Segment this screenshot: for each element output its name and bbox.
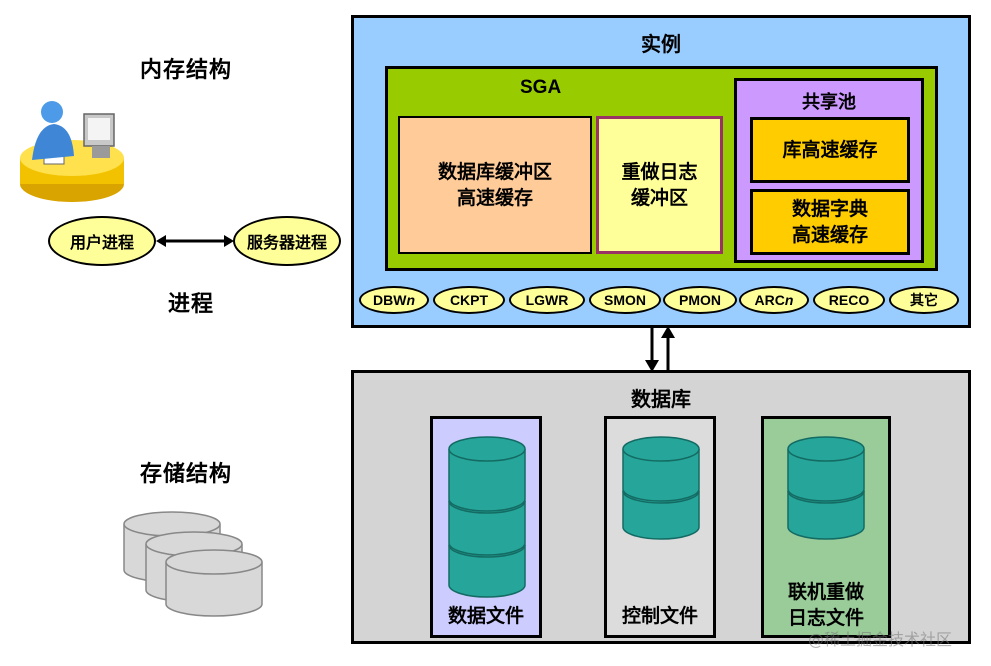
watermark: @稀土掘金技术社区 [808, 630, 953, 649]
bg-process-name: DBW [373, 292, 407, 308]
memory-structure-label: 内存结构 [140, 58, 233, 83]
redo-log-buffer-label: 重做日志 缓冲区 [621, 161, 698, 209]
bg-process-name: SMON [604, 292, 646, 308]
user-process-ellipse: 用户进程 [48, 216, 156, 266]
db-buffer-cache-label: 数据库缓冲区 高速缓存 [437, 161, 552, 209]
bg-process-name: PMON [679, 292, 721, 308]
control-files-label: 控制文件 [621, 605, 698, 627]
bg-process-reco: RECO [813, 286, 885, 314]
bg-process-pmon: PMON [663, 286, 737, 314]
storage-structure-label: 存储结构 [140, 462, 233, 487]
user-workstation-icon [20, 101, 124, 202]
bg-process-suffix: n [784, 292, 794, 308]
db-buffer-cache-box: 数据库缓冲区 高速缓存 [398, 116, 592, 254]
redo-log-files-box: 联机重做 日志文件 [761, 416, 891, 638]
bg-process-name: LGWR [525, 292, 569, 308]
bg-process-lgwr: LGWR [509, 286, 585, 314]
data-files-label: 数据文件 [447, 605, 524, 627]
process-double-arrow [156, 235, 234, 247]
bg-process-ckpt: CKPT [433, 286, 505, 314]
bg-process-other: 其它 [889, 286, 959, 314]
bg-process-smon: SMON [589, 286, 661, 314]
shared-pool-title: 共享池 [802, 92, 856, 113]
bg-process-name: RECO [828, 292, 870, 308]
data-dictionary-cache-box: 数据字典 高速缓存 [750, 189, 910, 255]
server-process-ellipse: 服务器进程 [233, 216, 341, 266]
redo-log-files-label: 联机重做 日志文件 [787, 581, 864, 629]
process-label: 进程 [168, 292, 215, 317]
bg-process-name: ARC [754, 292, 785, 308]
instance-database-arrows [645, 326, 675, 372]
control-files-box: 控制文件 [604, 416, 716, 638]
redo-log-buffer-box: 重做日志 缓冲区 [596, 116, 723, 254]
server-process-label: 服务器进程 [246, 233, 327, 252]
data-dictionary-cache-label: 数据字典 高速缓存 [791, 198, 868, 246]
user-process-label: 用户进程 [69, 233, 134, 252]
bg-process-suffix: n [406, 292, 415, 308]
sga-title: SGA [520, 77, 562, 98]
library-cache-box: 库高速缓存 [750, 117, 910, 183]
bg-process-name: CKPT [449, 292, 489, 308]
instance-title: 实例 [641, 32, 681, 56]
bg-process-name: 其它 [910, 292, 938, 308]
database-title: 数据库 [631, 387, 691, 411]
data-files-box: 数据文件 [430, 416, 542, 638]
data-files-cylinder-icon [448, 436, 526, 598]
disk-stack-icon [123, 511, 263, 617]
redo-log-files-cylinder-icon [787, 436, 865, 540]
control-files-cylinder-icon [622, 436, 700, 540]
library-cache-label: 库高速缓存 [782, 139, 878, 161]
